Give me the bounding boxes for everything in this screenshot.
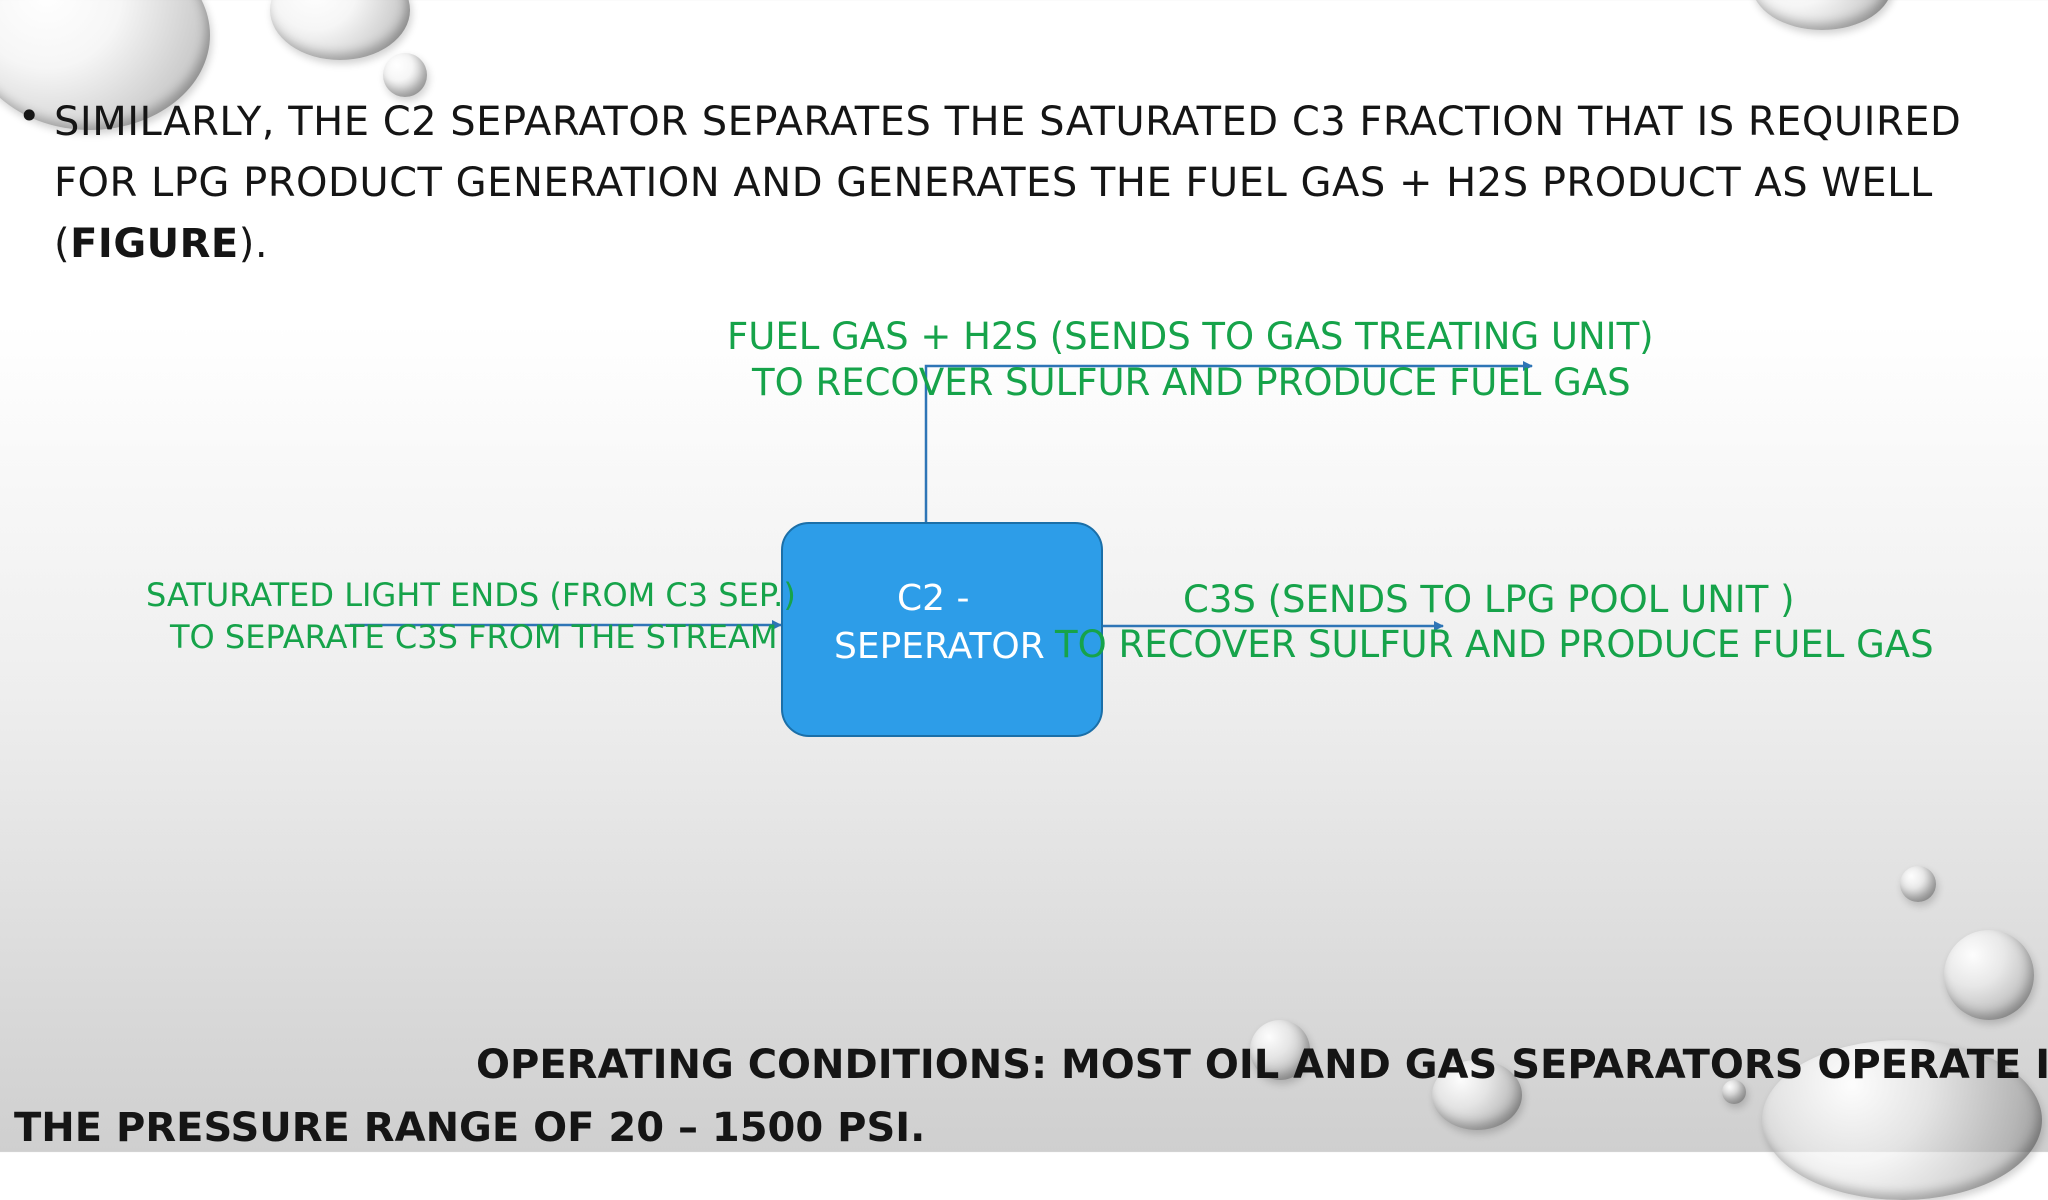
operating-conditions-line1: OPERATING CONDITIONS: MOST OIL AND GAS S… bbox=[476, 1042, 2048, 1088]
bullet-paragraph: • SIMILARLY, THE C2 SEPARATOR SEPARATES … bbox=[14, 92, 2024, 275]
bullet-text-bold: FIGURE bbox=[70, 221, 239, 267]
water-drop-decoration bbox=[1722, 1080, 1746, 1104]
top-output-arrow bbox=[924, 361, 1533, 522]
left-input-label-line1: SATURATED LIGHT ENDS (FROM C3 SEP.) bbox=[146, 576, 796, 614]
water-drop-decoration bbox=[1900, 866, 1936, 902]
right-output-label-line1: C3S (SENDS TO LPG POOL UNIT ) bbox=[1183, 578, 1795, 621]
separator-label-line2: SEPERATOR bbox=[834, 626, 1045, 667]
water-drop-decoration bbox=[1944, 930, 2034, 1020]
bullet-text: SIMILARLY, THE C2 SEPARATOR SEPARATES TH… bbox=[54, 92, 2024, 275]
bullet-text-main: SIMILARLY, THE C2 SEPARATOR SEPARATES TH… bbox=[54, 99, 1962, 267]
top-output-label-line2: TO RECOVER SULFUR AND PRODUCE FUEL GAS bbox=[752, 361, 1631, 404]
top-output-label-line1: FUEL GAS + H2S (SENDS TO GAS TREATING UN… bbox=[727, 315, 1654, 358]
separator-label-line1: C2 - bbox=[897, 578, 970, 619]
water-drop-decoration bbox=[1432, 1060, 1522, 1130]
bullet-marker: • bbox=[18, 94, 41, 138]
right-output-label-line2: TO RECOVER SULFUR AND PRODUCE FUEL GAS bbox=[1055, 623, 1934, 666]
bullet-text-end: ). bbox=[238, 221, 269, 267]
water-drop-decoration bbox=[1250, 1020, 1310, 1080]
operating-conditions-line2: THE PRESSURE RANGE OF 20 – 1500 PSI. bbox=[14, 1105, 926, 1151]
water-drop-decoration bbox=[383, 53, 427, 97]
left-input-label-line2: TO SEPARATE C3S FROM THE STREAM bbox=[170, 618, 778, 656]
diagram-connectors bbox=[350, 361, 1533, 631]
separator-box bbox=[781, 522, 1103, 737]
